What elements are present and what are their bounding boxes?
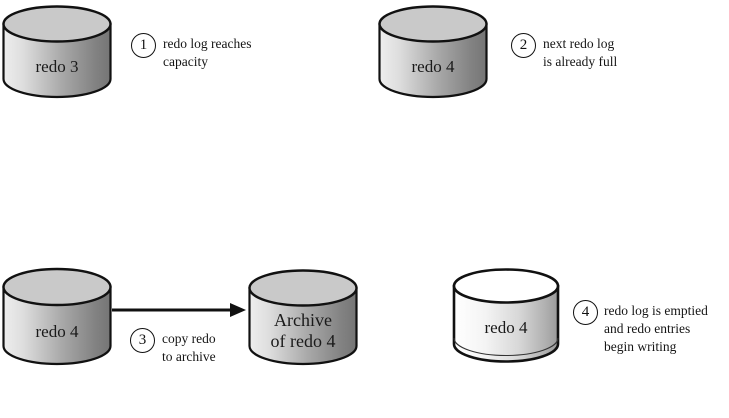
step-badge-3: 3 (130, 328, 155, 353)
step-badge-1: 1 (131, 33, 156, 58)
cylinder-redo-3: redo 3 (2, 5, 112, 100)
cylinder-archive-of-redo-4: Archive of redo 4 (248, 268, 358, 368)
step-caption-1: redo log reaches capacity (163, 36, 252, 69)
cylinder-redo-4-empty: redo 4 (452, 268, 560, 368)
step-badge-4: 4 (573, 300, 598, 325)
step-caption-2: next redo log is already full (543, 36, 618, 69)
cylinder-redo-4-source: redo 4 (2, 266, 112, 368)
step-caption-3: copy redo to archive (162, 331, 216, 364)
copy-arrow-icon (112, 300, 246, 320)
cylinder-redo-4-full: redo 4 (378, 5, 488, 100)
step-caption-4: redo log is emptied and redo entries beg… (604, 303, 708, 354)
step-badge-2: 2 (511, 33, 536, 58)
